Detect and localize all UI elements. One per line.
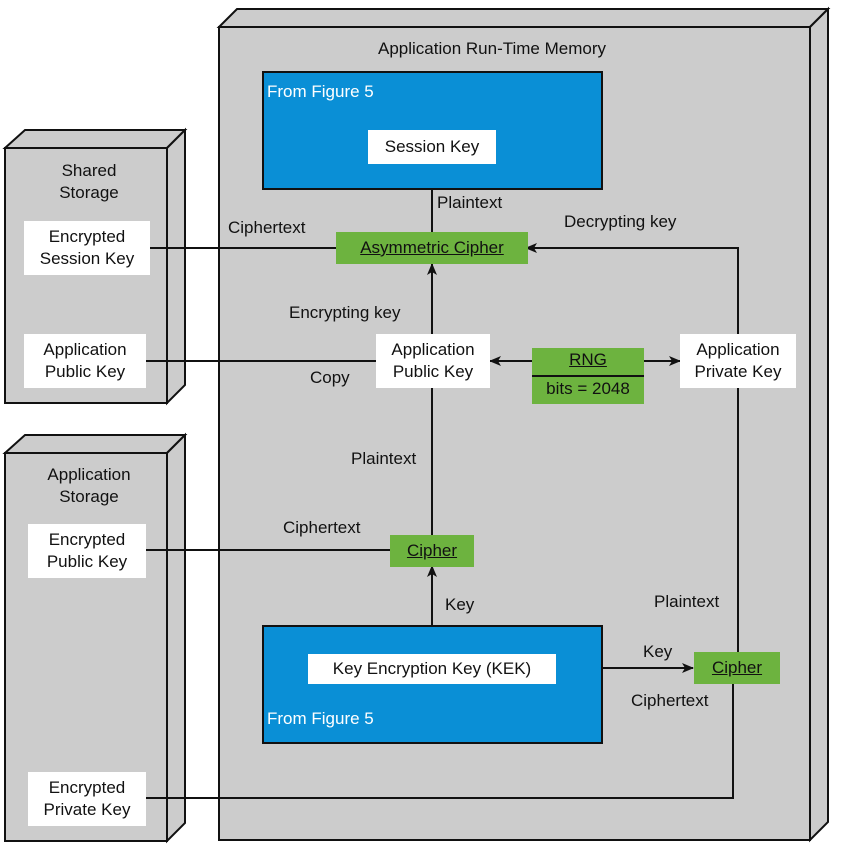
label-plaintext-top: Plaintext [437, 193, 503, 212]
cipher-right: Cipher [694, 652, 780, 684]
rng-divider [532, 375, 644, 377]
figure5-bottom-label: From Figure 5 [267, 709, 374, 728]
figure5-bottom-box [262, 625, 603, 744]
label-encrypting-key: Encrypting key [289, 303, 401, 322]
shared-storage-title: Shared Storage [59, 161, 119, 202]
label-copy: Copy [310, 368, 350, 387]
run-time-memory-title: Application Run-Time Memory [378, 39, 606, 58]
application-storage-title: Application Storage [47, 465, 131, 506]
rng-box: RNG bits = 2048 [532, 348, 644, 404]
app-public-key: Application Public Key [376, 334, 490, 388]
rng-bits: bits = 2048 [546, 379, 630, 398]
shared-application-public-key: Application Public Key [24, 334, 146, 388]
label-decrypting-key: Decrypting key [564, 212, 677, 231]
encrypted-private-key: Encrypted Private Key [28, 772, 146, 826]
app-private-key: Application Private Key [680, 334, 796, 388]
figure5-top-label: From Figure 5 [267, 82, 374, 101]
label-plaintext-right: Plaintext [654, 592, 720, 611]
rng-label: RNG [569, 350, 607, 369]
cipher-middle: Cipher [390, 535, 474, 567]
label-key-right: Key [643, 642, 673, 661]
label-ciphertext-right: Ciphertext [631, 691, 709, 710]
session-key: Session Key [368, 130, 496, 164]
label-plaintext-middle: Plaintext [351, 449, 417, 468]
application-storage-box [2, 432, 188, 844]
label-key-middle: Key [445, 595, 475, 614]
label-ciphertext-top: Ciphertext [228, 218, 306, 237]
kek: Key Encryption Key (KEK) [308, 654, 556, 684]
asymmetric-cipher: Asymmetric Cipher [336, 232, 528, 264]
encrypted-public-key: Encrypted Public Key [28, 524, 146, 578]
encrypted-session-key: Encrypted Session Key [24, 221, 150, 275]
label-ciphertext-middle: Ciphertext [283, 518, 361, 537]
